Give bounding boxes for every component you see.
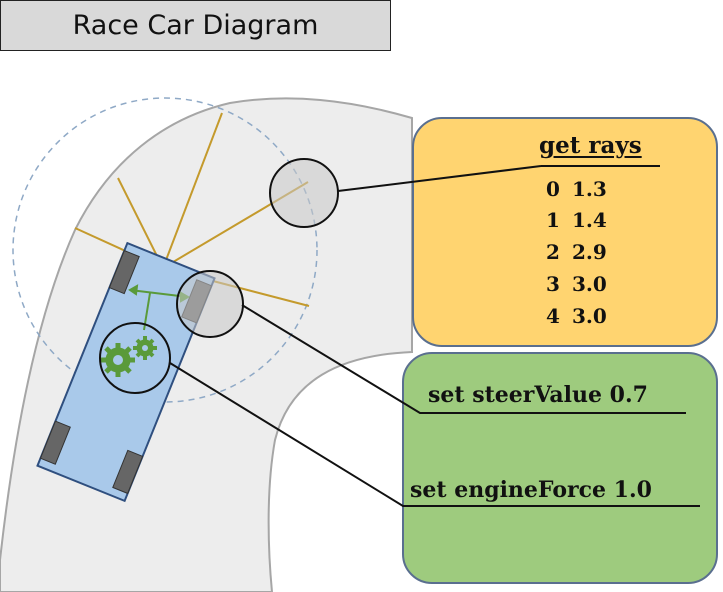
engine-command-label: set engineForce 1.0 (410, 477, 652, 503)
ray-0 (117, 177, 164, 269)
steer-command-label: set steerValue 0.7 (428, 382, 648, 408)
ray-1 (162, 112, 223, 269)
wheel-rear-left (39, 420, 71, 465)
steering-callout-circle (176, 270, 244, 338)
ray-sensor-callout-circle (269, 158, 339, 228)
rays-heading: get rays (539, 132, 642, 159)
wheel-rear-right (112, 449, 144, 495)
gear-icon (101, 336, 157, 377)
race-track (0, 97, 413, 592)
sensor-range-circle (12, 97, 318, 403)
wheel-front-left (108, 249, 140, 295)
engine-callout-circle (99, 322, 171, 394)
diagram-title: Race Car Diagram (0, 0, 391, 51)
